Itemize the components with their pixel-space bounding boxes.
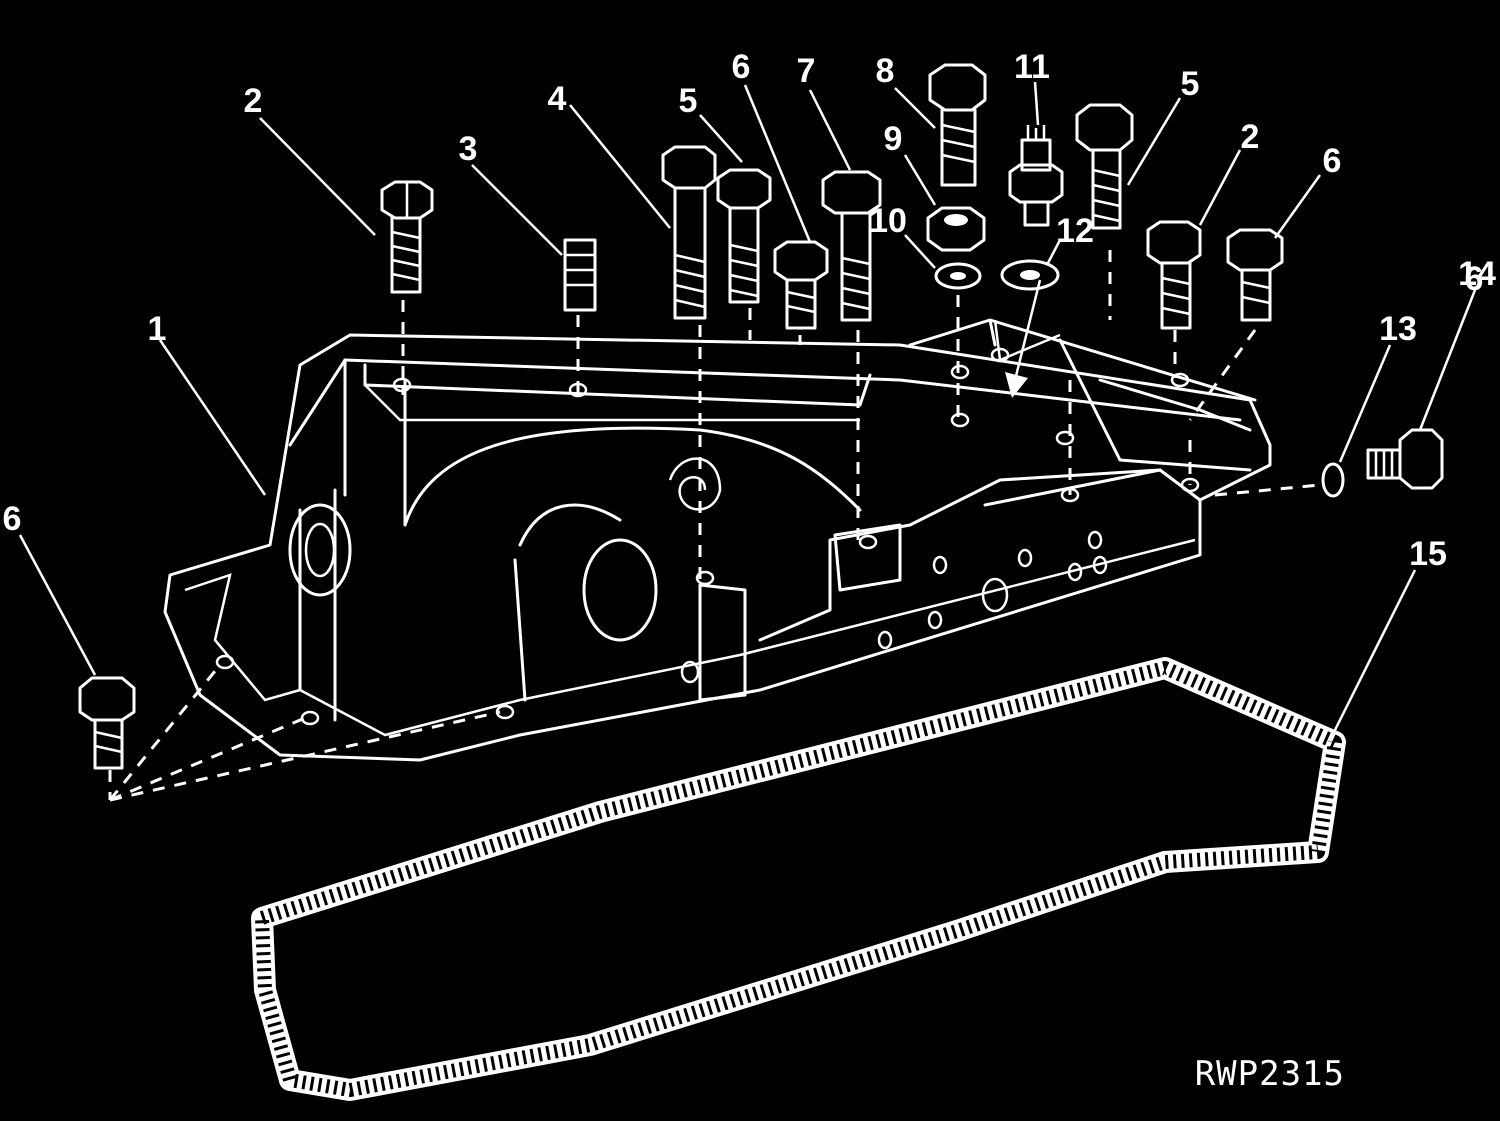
- fastener-set: [78, 63, 1444, 770]
- sending-unit-11: [1008, 125, 1064, 227]
- callout-11: 11: [1014, 48, 1050, 86]
- cap-screw-5-right: [1075, 103, 1134, 230]
- drain-fitting-8: [928, 63, 987, 187]
- cap-screw-2-left: [380, 180, 434, 294]
- plug-3: [563, 238, 597, 312]
- cap-screw-6-right: [1226, 228, 1284, 322]
- callout-8: 8: [876, 52, 895, 90]
- cap-screw-5-left: [716, 168, 772, 304]
- washer-12: [1000, 259, 1060, 291]
- cap-screw-6-left: [78, 676, 136, 770]
- callout-12: 12: [1056, 212, 1094, 250]
- leader-lines: [18, 81, 1477, 741]
- callout-9: 9: [884, 120, 903, 158]
- callout-13: 13: [1379, 310, 1417, 348]
- o-ring-13: [1321, 462, 1345, 498]
- cap-screw-4: [661, 145, 717, 320]
- callout-10: 10: [869, 202, 907, 240]
- callout-5-left: 5: [679, 82, 698, 120]
- callout-5-right: 5: [1181, 65, 1200, 103]
- callout-4: 4: [548, 80, 567, 118]
- callout-6-right: 6: [1323, 142, 1342, 180]
- callout-6-extra: 6: [1465, 260, 1484, 298]
- drain-plug-14: [1366, 428, 1444, 490]
- cap-screw-6-mid: [773, 240, 829, 330]
- callout-6-mid: 6: [732, 48, 751, 86]
- cap-screw-7: [821, 170, 882, 322]
- callout-2-left: 2: [244, 82, 263, 120]
- callout-3: 3: [459, 130, 478, 168]
- oil-pan-gasket: [251, 657, 1346, 1101]
- callout-7: 7: [797, 52, 816, 90]
- callout-1: 1: [148, 310, 167, 348]
- washer-10: [934, 262, 982, 290]
- callout-labels: 1 2 2 3 4 5 5 6 6 6 6 7 8 9 10 11 12 13 …: [3, 48, 1496, 573]
- figure-id: RWP2315: [1195, 1054, 1345, 1094]
- cap-screw-2-right: [1146, 220, 1202, 330]
- callout-6-far-left: 6: [3, 500, 22, 538]
- callout-14: 14: [1458, 255, 1496, 293]
- nut-9: [926, 206, 986, 252]
- callout-15: 15: [1409, 535, 1447, 573]
- assembly-lines: [108, 250, 1321, 802]
- callout-2-right: 2: [1241, 118, 1260, 156]
